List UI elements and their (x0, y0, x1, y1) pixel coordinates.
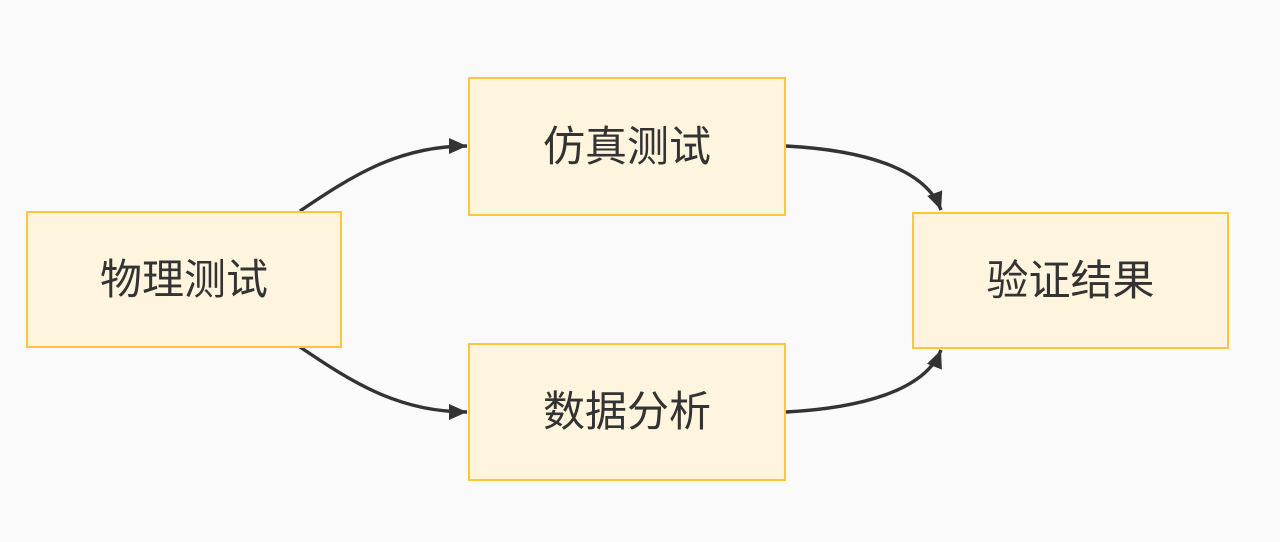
node-data-analysis: 数据分析 (468, 343, 786, 481)
node-simulation-test: 仿真测试 (468, 77, 786, 216)
edge-data-to-result (785, 349, 943, 414)
node-data-analysis-label: 数据分析 (542, 388, 711, 435)
edge-physical-to-data (299, 345, 468, 420)
node-physical-test: 物理测试 (26, 211, 342, 348)
edge-simulation-to-result (785, 144, 943, 211)
edge-physical-to-simulation (299, 138, 468, 213)
node-verification-result: 验证结果 (912, 212, 1229, 349)
node-simulation-test-label: 仿真测试 (542, 122, 711, 170)
node-verification-result-label: 验证结果 (986, 256, 1155, 304)
node-physical-test-label: 物理测试 (99, 255, 268, 303)
